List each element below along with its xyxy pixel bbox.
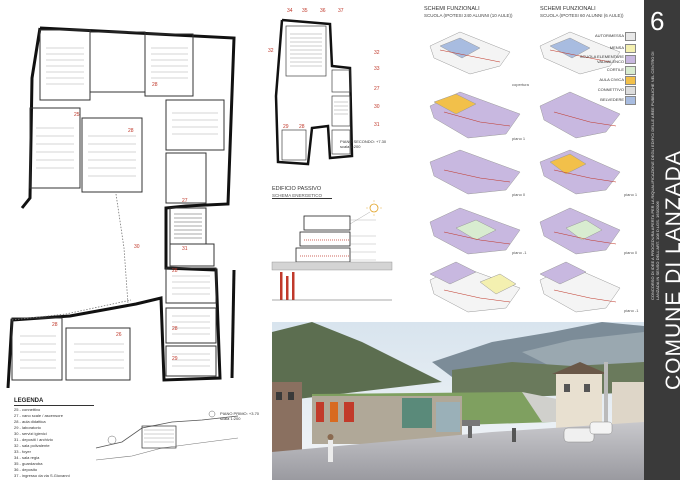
legend-item: 34 - sala regia — [14, 455, 40, 460]
key-autorimessa: AUTORIMESSA — [572, 32, 636, 41]
legend: LEGENDA 25 - connettivo 27 - vano scale … — [14, 398, 94, 479]
diagram-label: piano 1 — [624, 192, 638, 197]
diagram-label: piano 0 — [512, 192, 526, 197]
key-swatch — [625, 44, 636, 53]
room-number: 28 — [299, 124, 305, 130]
legend-item: 28 - aula didattica — [14, 419, 46, 424]
functional-schemes — [429, 31, 621, 313]
diagram-label: piano -1 — [512, 250, 527, 255]
legend-item: 35 - guardaroba — [14, 461, 43, 466]
key-label: AULA CIVICA — [599, 77, 624, 82]
room-number: 31 — [182, 246, 188, 252]
room-number: 28 — [172, 268, 178, 274]
room-number: 29 — [172, 356, 178, 362]
side-band — [644, 0, 680, 480]
competition-description: CONCORSO DI IDEE A PROCEDURA APERTA PER … — [650, 51, 660, 300]
key-connettivo: CONNETTIVO — [572, 86, 636, 95]
room-number: 29 — [283, 124, 289, 130]
legend-item: 36 - deposito — [14, 467, 38, 472]
legend-item: 31 - depositi / archivio — [14, 437, 53, 442]
diagram-label: copertura — [512, 82, 529, 87]
key-label: SCUOLA ELEMENTARE VALMALENCO — [579, 54, 624, 64]
key-swatch — [625, 76, 636, 85]
key-cortile: CORTILE — [572, 66, 636, 75]
room-number: 28 — [172, 326, 178, 332]
room-number: 28 — [128, 128, 134, 134]
room-number: 25 — [74, 112, 80, 118]
second-plan-caption: PIANO SECONDO: +7.30 scala 1:200 — [340, 139, 387, 149]
passive-title: EDIFICIO PASSIVO — [272, 186, 322, 192]
room-number: 37 — [338, 8, 344, 14]
key-aula-civica: AULA CIVICA — [572, 76, 636, 85]
legend-item: 29 - laboratorio — [14, 425, 41, 430]
site-render-image — [272, 322, 644, 480]
room-number: 33 — [374, 66, 380, 72]
room-number: 28 — [52, 322, 58, 328]
ground-floor-plan — [6, 26, 236, 388]
legend-item: 27 - vano scale / ascensore — [14, 413, 63, 418]
panel-number: 6 — [650, 6, 665, 36]
room-number: 27 — [182, 198, 188, 204]
legend-item: 25 - connettivo — [14, 407, 41, 412]
schemes-right-title: SCHEMI FUNZIONALI — [540, 6, 596, 12]
room-number: 36 — [320, 8, 326, 14]
second-floor-plan — [274, 18, 354, 166]
page-title: COMUNE DI LANZADA — [662, 150, 680, 390]
room-number: 30 — [134, 244, 140, 250]
key-label: BELVEDERE — [600, 97, 624, 102]
key-scuola: SCUOLA ELEMENTARE VALMALENCO — [572, 53, 636, 65]
key-swatch — [625, 96, 636, 105]
key-swatch — [625, 32, 636, 41]
diagram-label: piano -1 — [624, 308, 639, 313]
key-swatch — [625, 86, 636, 95]
room-number: 32 — [268, 48, 274, 54]
room-number: 34 — [287, 8, 293, 14]
key-label: CONNETTIVO — [597, 87, 624, 92]
schemes-left-subtitle: SCUOLA (IPOTESI 240 ALUNNI (10 AULE)) — [424, 13, 513, 18]
room-number: 30 — [374, 104, 380, 110]
legend-item: 37 - ingresso da via S.Giovanni — [14, 473, 70, 478]
schemes-right-subtitle: SCUOLA (IPOTESI 60 ALUNNI (6 AULE)) — [540, 13, 624, 18]
room-number: 32 — [374, 50, 380, 56]
key-belvedere: BELVEDERE — [572, 96, 636, 105]
energy-section-diagram — [271, 200, 393, 301]
room-number: 28 — [152, 82, 158, 88]
ground-plan-caption: PIANO PRIMO: +3.70 scala 1:200 — [220, 411, 260, 421]
legend-item: 33 - foyer — [14, 449, 31, 454]
legend-item: 30 - servizi igienici — [14, 431, 47, 436]
legend-item: 32 - sala polivalente — [14, 443, 50, 448]
key-swatch — [625, 66, 636, 75]
key-label: MENSA — [609, 45, 624, 50]
room-number: 35 — [302, 8, 308, 14]
site-section-sketch — [95, 410, 239, 461]
passive-subtitle: SCHEMA ENERGETICO — [272, 193, 332, 199]
key-swatch — [625, 55, 636, 64]
key-mensa: MENSA — [572, 44, 636, 53]
key-label: AUTORIMESSA — [594, 33, 624, 38]
key-label: CORTILE — [606, 67, 624, 72]
legend-title: LEGENDA — [14, 398, 44, 404]
room-number: 31 — [374, 122, 380, 128]
diagram-label: piano 1 — [512, 136, 526, 141]
room-number: 27 — [374, 86, 380, 92]
schemes-left-title: SCHEMI FUNZIONALI — [424, 6, 480, 12]
room-number: 26 — [116, 332, 122, 338]
diagram-label: piano 0 — [624, 250, 638, 255]
